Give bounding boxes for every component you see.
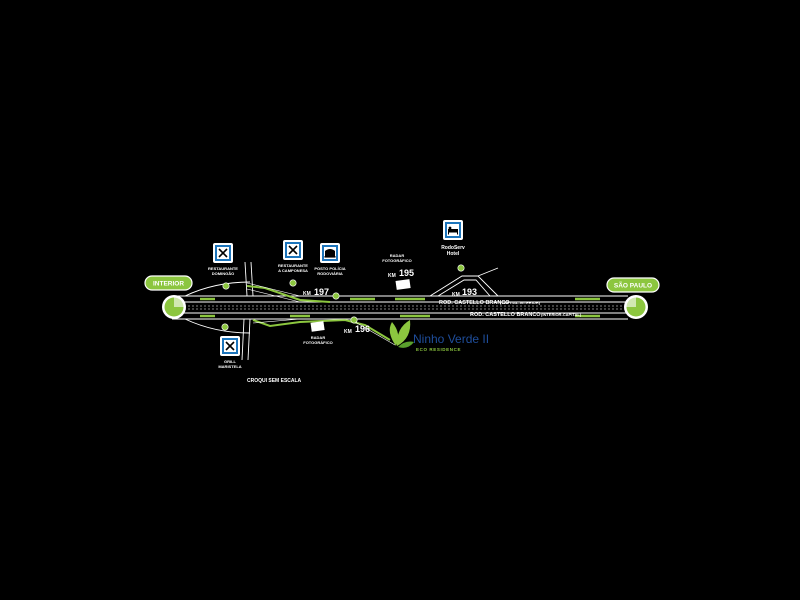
km-197: KM 197 xyxy=(303,287,340,300)
km-196: KM 196 xyxy=(344,316,370,335)
restaurant-icon xyxy=(225,341,235,351)
svg-text:KM: KM xyxy=(344,329,352,335)
svg-text:RodoServ: RodoServ xyxy=(441,245,465,251)
svg-text:DOMINGÃO: DOMINGÃO xyxy=(212,271,234,276)
svg-text:FOTOGRÁFICO: FOTOGRÁFICO xyxy=(382,258,411,263)
svg-text:Hotel: Hotel xyxy=(447,251,460,257)
road-direction-upper: (CAPITAL-INTERIOR) xyxy=(500,300,541,305)
road-direction-lower: (INTERIOR-CAPITAL) xyxy=(541,312,582,317)
radar-lower: RADAR FOTOGRÁFICO xyxy=(303,321,333,345)
svg-text:KM: KM xyxy=(388,273,396,279)
access-road-outlines xyxy=(246,282,396,346)
right-interchange xyxy=(429,267,499,297)
restaurant-icon xyxy=(218,248,228,258)
svg-text:KM: KM xyxy=(303,291,311,297)
km-193: KM 193 xyxy=(452,287,477,298)
svg-text:A CAMPONESA: A CAMPONESA xyxy=(278,268,308,273)
restaurant-icon xyxy=(288,245,298,255)
svg-text:RODOVIÁRIA: RODOVIÁRIA xyxy=(317,271,343,276)
road-name-upper: ROD. CASTELLO BRANCO xyxy=(439,300,510,306)
svg-text:RADAR: RADAR xyxy=(311,335,326,340)
svg-text:GRILL: GRILL xyxy=(224,359,237,364)
leaf-icon xyxy=(389,320,414,348)
endpoint-label-right: SÃO PAULO xyxy=(614,281,652,290)
svg-text:POSTO POLÍCIA: POSTO POLÍCIA xyxy=(314,266,345,271)
endpoint-interior: INTERIOR xyxy=(144,275,193,319)
endpoint-sao-paulo: SÃO PAULO xyxy=(606,277,660,319)
endpoint-label-left: INTERIOR xyxy=(153,281,184,288)
svg-text:RESTAURANTE: RESTAURANTE xyxy=(278,263,308,268)
svg-text:FOTOGRÁFICO: FOTOGRÁFICO xyxy=(303,340,332,345)
sign-restaurante-camponesa[interactable]: RESTAURANTE A CAMPONESA xyxy=(278,240,308,287)
road-name-lower: ROD. CASTELLO BRANCO xyxy=(470,312,541,318)
km-195: RADAR FOTOGRÁFICO KM 195 xyxy=(382,253,414,290)
svg-text:RESTAURANTE: RESTAURANTE xyxy=(208,266,238,271)
svg-text:KM: KM xyxy=(452,292,460,298)
left-interchange xyxy=(184,261,254,361)
svg-text:MARISTELA: MARISTELA xyxy=(218,364,241,369)
access-roads xyxy=(246,285,391,341)
svg-text:197: 197 xyxy=(314,287,329,297)
sign-rodoserv-hotel[interactable]: RodoServ Hotel xyxy=(441,220,465,272)
brand-subtitle: ECO RESIDENCE xyxy=(416,347,461,352)
svg-text:195: 195 xyxy=(399,268,414,278)
police-icon xyxy=(324,249,336,258)
sign-restaurante-domingao[interactable]: RESTAURANTE DOMINGÃO xyxy=(208,243,238,290)
sign-posto-policia[interactable]: POSTO POLÍCIA RODOVIÁRIA xyxy=(314,243,346,276)
highway-green-marks xyxy=(200,297,600,318)
brand-name: Ninho Verde II xyxy=(413,332,489,346)
sign-grill-maristela[interactable]: GRILL MARISTELA xyxy=(218,323,242,369)
hotel-icon xyxy=(448,226,458,235)
scale-note: CROQUI SEM ESCALA xyxy=(247,378,302,384)
brand-logo[interactable]: Ninho Verde II ECO RESIDENCE xyxy=(389,320,489,352)
svg-text:196: 196 xyxy=(355,324,370,334)
svg-text:RADAR: RADAR xyxy=(390,253,405,258)
svg-text:193: 193 xyxy=(462,287,477,297)
highway xyxy=(172,295,628,320)
